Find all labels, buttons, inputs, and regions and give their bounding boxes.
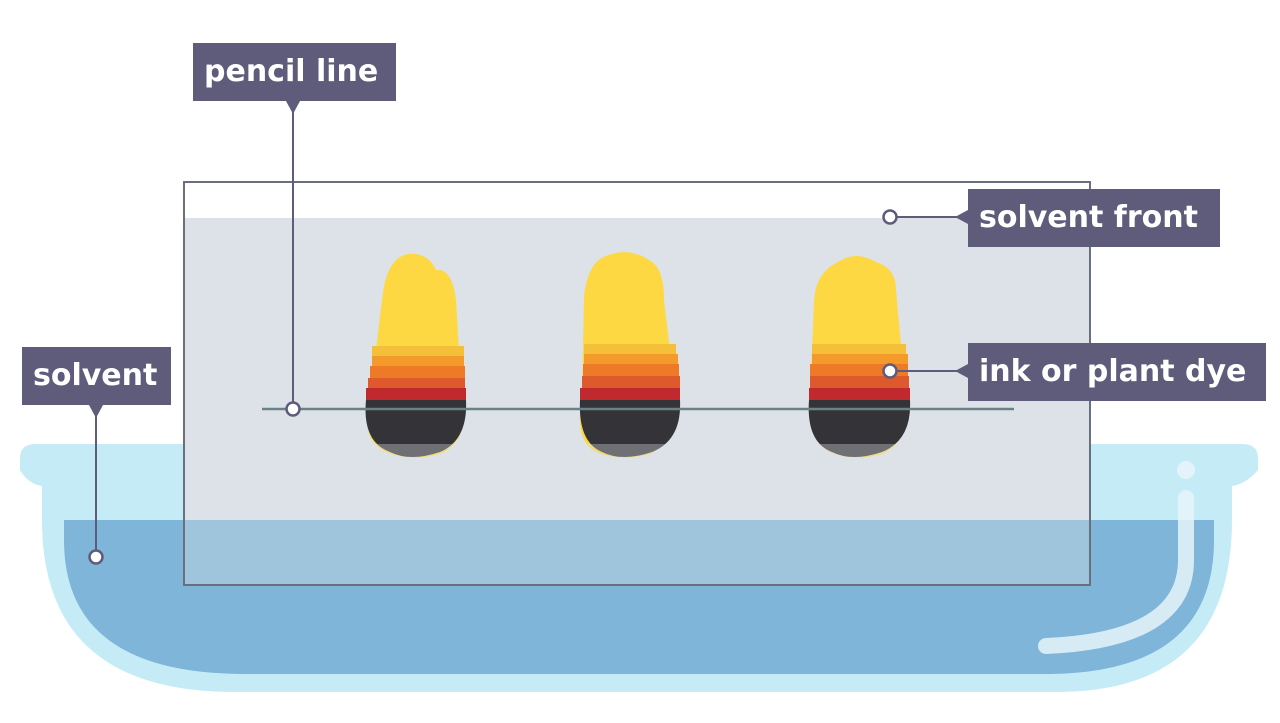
- pencil-line-pointer: [285, 101, 301, 417]
- paper-dry-region: [185, 183, 1089, 218]
- dish-highlight-dot: [1177, 461, 1195, 479]
- ink-or-plant-dye-label: ink or plant dye: [968, 343, 1266, 401]
- dye-spot: [808, 256, 911, 458]
- dye-spot: [365, 253, 467, 458]
- dish-highlight: [1038, 490, 1194, 654]
- pencil-line-label: pencil line: [193, 43, 396, 101]
- solvent-front-pointer: [882, 209, 968, 225]
- paper-in-dish: [184, 444, 1090, 585]
- ink-pointer: [882, 363, 968, 379]
- solvent-liquid: [64, 520, 1214, 674]
- solvent-pointer: [88, 405, 104, 565]
- dye-spot: [579, 252, 681, 458]
- solvent-front-label: solvent front: [968, 189, 1220, 247]
- solvent-label: solvent: [22, 347, 171, 405]
